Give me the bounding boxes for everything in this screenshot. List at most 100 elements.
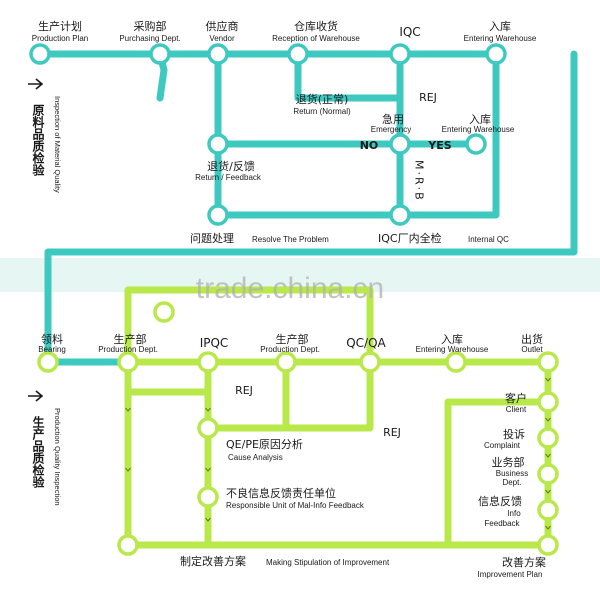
label-info-en2: Feedback [484, 519, 520, 528]
top-side-cn: 原料品质检验 [31, 104, 45, 177]
station-purchasing [149, 43, 171, 65]
top-side-label: 原料品质检验 Inspection of Material Quality [28, 78, 62, 193]
flow-arrow-icon [545, 377, 551, 382]
label-production1-en: Production Dept. [98, 345, 158, 354]
label-return-feedback-cn: 退货/反馈 [207, 159, 255, 173]
label-vendor-en: Vendor [209, 34, 235, 43]
flow-arrow-icon [125, 467, 131, 472]
label-entering-en: Entering Warehouse [464, 34, 537, 43]
label-responsible-cn: 不良信息反馈责任单位 [226, 486, 336, 500]
flow-arrow-icon [205, 517, 211, 522]
label-vendor-cn: 供应商 [206, 19, 239, 33]
station-emergency [389, 133, 411, 155]
station-reception [287, 43, 309, 65]
flow-arrow-icon [545, 417, 551, 422]
station-entering [485, 43, 507, 65]
label-emergency-cn: 急用 [382, 112, 404, 126]
station-entering-bottom [445, 351, 467, 373]
bottom-side-en: Production Quality Inspection [53, 408, 62, 506]
label-rej-top: REJ [419, 91, 437, 104]
label-return-normal-cn: 退货(正常) [296, 92, 349, 106]
label-qcqa: QC/QA [346, 336, 386, 350]
label-improvement-en: Improvement Plan [478, 570, 543, 579]
top-arrow-icon [28, 78, 44, 90]
label-rej-bottom-1: REJ [235, 384, 253, 397]
label-outlet-en: Outlet [521, 345, 543, 354]
label-return-normal-en: Return (Normal) [293, 107, 351, 116]
label-no: NO [360, 139, 379, 152]
flow-arrow-icon [545, 489, 551, 494]
station-resolve [207, 204, 229, 226]
label-production2-cn: 生产部 [276, 332, 309, 346]
label-resolve-cn: 问题处理 [190, 232, 234, 245]
label-bearing-en: Bearing [38, 345, 66, 354]
label-production1-cn: 生产部 [114, 332, 147, 346]
flow-arrow-icon [545, 525, 551, 530]
label-purchasing-en: Purchasing Dept. [119, 34, 180, 43]
label-resolve-en: Resolve The Problem [252, 235, 329, 244]
station-iqc [389, 43, 411, 65]
line-entering-down [396, 50, 500, 219]
station-production-2 [275, 351, 297, 373]
label-emergency-en: Emergency [371, 125, 411, 134]
station-ipqc [197, 351, 219, 373]
label-rej-bottom-2: REJ [383, 426, 401, 439]
station-stipulation [117, 534, 139, 556]
station-qcqa [359, 351, 381, 373]
station-client [537, 391, 559, 413]
label-client-en: Client [506, 405, 527, 414]
line-return-normal [294, 50, 404, 102]
line-qcqa-rej [282, 358, 374, 432]
label-reception-cn: 仓库收货 [294, 19, 338, 33]
watermark-text: trade.china.cn [196, 272, 384, 305]
label-responsible-en: Responsible Unit of Mal-Info Feedback [226, 501, 365, 510]
line-client-branch [444, 398, 552, 549]
label-entering2-en: Entering Warehouse [442, 125, 515, 134]
label-business-en2: Dept. [502, 478, 521, 487]
label-info-en1: Info [507, 509, 521, 518]
label-production-plan-en: Production Plan [32, 34, 88, 43]
station-return-feedback [207, 133, 229, 155]
line-qcqa-loop [124, 286, 374, 366]
label-cause-cn: QE/PE原因分析 [226, 437, 303, 451]
station-production-1 [117, 351, 139, 373]
label-cause-en: Cause Analysis [228, 453, 283, 462]
bottom-side-cn: 生产品质检验 [31, 415, 45, 489]
station-responsible [197, 486, 219, 508]
label-entering-bottom-cn: 入库 [441, 333, 463, 346]
station-entering-2 [465, 133, 487, 155]
top-side-en: Inspection of Material Quality [53, 96, 62, 193]
flow-arrow-icon [205, 407, 211, 412]
section-band [0, 258, 600, 292]
station-complaint [537, 427, 559, 449]
flow-arrow-icon [545, 453, 551, 458]
label-purchasing-cn: 采购部 [134, 19, 167, 33]
bottom-arrow-icon [28, 390, 44, 402]
label-stipulation-cn: 制定改善方案 [180, 554, 246, 568]
label-production-plan-cn: 生产计划 [38, 19, 82, 33]
bottom-side-label: 生产品质检验 Production Quality Inspection [28, 390, 62, 506]
station-loop-top [153, 301, 175, 323]
label-iqc: IQC [399, 25, 420, 39]
label-entering-bottom-en: Entering Warehouse [416, 345, 489, 354]
label-production2-en: Production Dept. [260, 345, 320, 354]
station-iqc-internal [389, 204, 411, 226]
label-business-cn: 业务部 [492, 455, 525, 469]
station-bearing [37, 351, 59, 373]
top-stations [29, 43, 507, 226]
station-vendor [207, 43, 229, 65]
flow-arrow-icon [205, 467, 211, 472]
label-ipqc: IPQC [200, 336, 229, 350]
flow-arrow-icon [125, 407, 131, 412]
station-info [537, 499, 559, 521]
label-iqc-internal-cn: IQC厂内全检 [378, 231, 442, 245]
label-reception-en: Reception of Warehouse [272, 34, 360, 43]
label-complaint-cn: 投诉 [503, 427, 525, 441]
station-cause [197, 417, 219, 439]
label-return-feedback-en: Return / Feedback [195, 173, 262, 182]
top-labels: 生产计划 Production Plan 采购部 Purchasing Dept… [32, 19, 537, 245]
bottom-stations [37, 301, 559, 556]
label-outlet-cn: 出货 [521, 332, 543, 346]
